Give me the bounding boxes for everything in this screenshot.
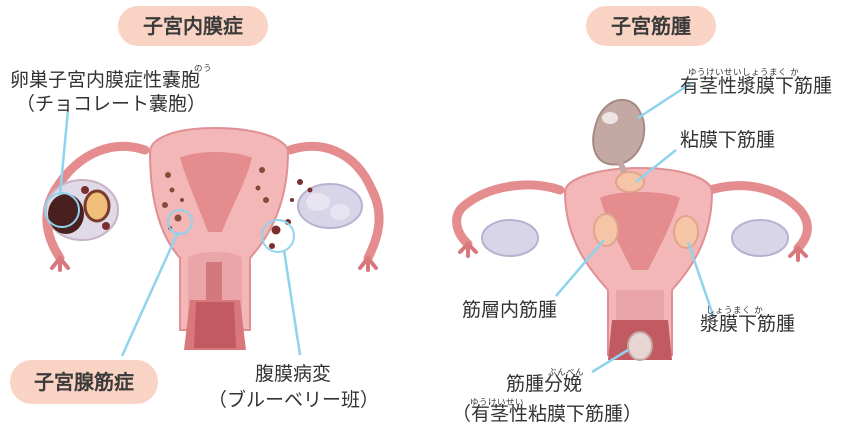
fibroid-title: 子宮筋腫 [586, 6, 716, 46]
pedunculated-subserosal-label: 有茎性漿膜下筋腫 [680, 76, 832, 98]
peritoneal-sublabel: （ブルーベリー班） [208, 390, 378, 412]
intramural-label: 筋層内筋腫 [462, 300, 557, 322]
peritoneal-label: 腹膜病変 [208, 364, 378, 386]
submucosal-label: 粘膜下筋腫 [680, 130, 775, 152]
ovarian-cyst-sublabel: （チョコレート嚢胞） [16, 94, 206, 116]
fibroid-delivery-sublabel: （有茎性粘膜下筋腫） [452, 404, 642, 426]
subserosal-label: 漿膜下筋腫 [700, 314, 795, 336]
adenomyosis-title: 子宮腺筋症 [10, 360, 158, 404]
endometriosis-title: 子宮内膜症 [118, 6, 268, 46]
fibroid-delivery-label: 筋腫分娩 [506, 374, 582, 396]
left-uterus-illustration [45, 128, 379, 350]
ovarian-cyst-label: 卵巣子宮内膜症性嚢胞 [10, 70, 200, 92]
